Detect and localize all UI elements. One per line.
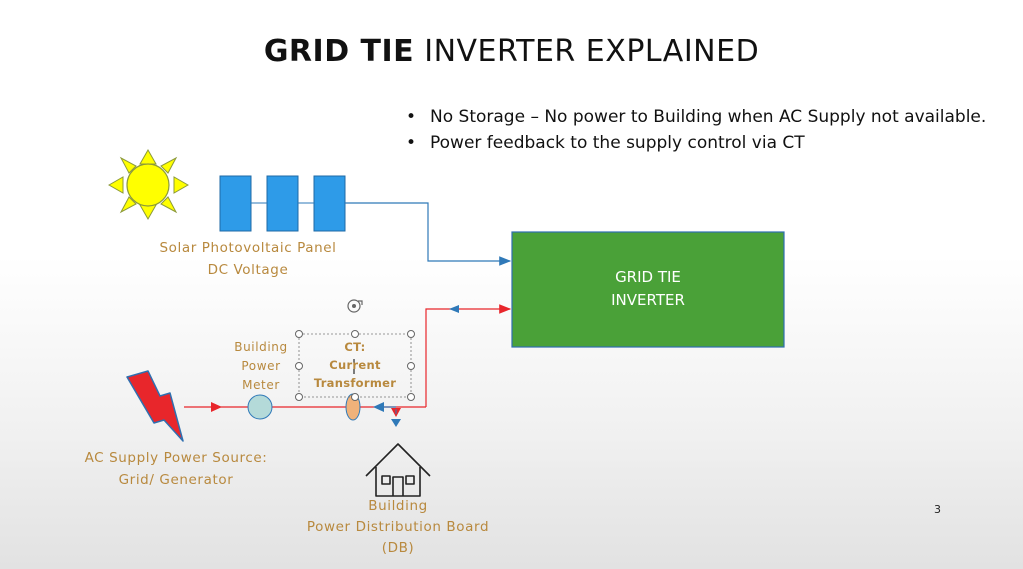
- rotate-handle-icon: [347, 299, 363, 313]
- meter-label-line1: Building: [234, 340, 288, 354]
- lightning-icon: [126, 370, 184, 442]
- bullet-item: Power feedback to the supply control via…: [404, 130, 986, 156]
- meter-label-line3: Meter: [242, 378, 280, 392]
- inverter-feedback-arrow: [449, 305, 459, 313]
- ct-label-line2: Current: [329, 358, 381, 372]
- ct-label-line3: Transformer: [313, 376, 397, 390]
- sun-icon: [107, 148, 190, 221]
- solar-label-line1: Solar Photovoltaic Panel: [159, 240, 337, 256]
- feedback-arrow-left: [373, 402, 384, 412]
- title-rest: INVERTER EXPLAINED: [424, 34, 760, 69]
- ct-label: CT: Current Transformer: [302, 338, 408, 392]
- power-meter-icon: [247, 394, 273, 420]
- distribution-board-label: Building Power Distribution Board (DB): [288, 496, 508, 559]
- solar-panel-label: Solar Photovoltaic Panel DC Voltage: [130, 237, 366, 281]
- bullet-item: No Storage – No power to Building when A…: [404, 104, 986, 130]
- inverter-label-line1: GRID TIE: [615, 268, 681, 286]
- bullet-list: No Storage – No power to Building when A…: [404, 104, 986, 156]
- ac-label-line2: Grid/ Generator: [118, 472, 234, 488]
- house-icon: [365, 443, 431, 497]
- power-meter-label: Building Power Meter: [224, 338, 298, 395]
- db-label-line3: (DB): [381, 540, 415, 556]
- title-bold: GRID TIE: [263, 34, 415, 69]
- inverter-label: GRID TIE INVERTER: [512, 266, 784, 312]
- grid-tie-inverter-box: [511, 231, 785, 348]
- solar-label-line2: DC Voltage: [207, 262, 289, 278]
- solar-panels: [219, 175, 346, 232]
- ac-supply-label: AC Supply Power Source: Grid/ Generator: [58, 447, 294, 491]
- selection-box: [295, 330, 415, 401]
- inverter-label-line2: INVERTER: [611, 291, 685, 309]
- db-label-line1: Building: [368, 498, 428, 514]
- dc-connection-line: [345, 202, 512, 266]
- ac-label-line1: AC Supply Power Source:: [84, 450, 268, 466]
- ac-input-arrow: [211, 402, 222, 412]
- ct-label-line1: CT:: [344, 340, 366, 354]
- db-feed-arrow-blue: [391, 419, 401, 427]
- meter-label-line2: Power: [241, 359, 281, 373]
- slide-title: GRID TIE INVERTER EXPLAINED: [0, 34, 1023, 69]
- page-number: 3: [934, 503, 941, 516]
- db-label-line2: Power Distribution Board: [306, 519, 490, 535]
- inverter-ac-line: [425, 304, 512, 407]
